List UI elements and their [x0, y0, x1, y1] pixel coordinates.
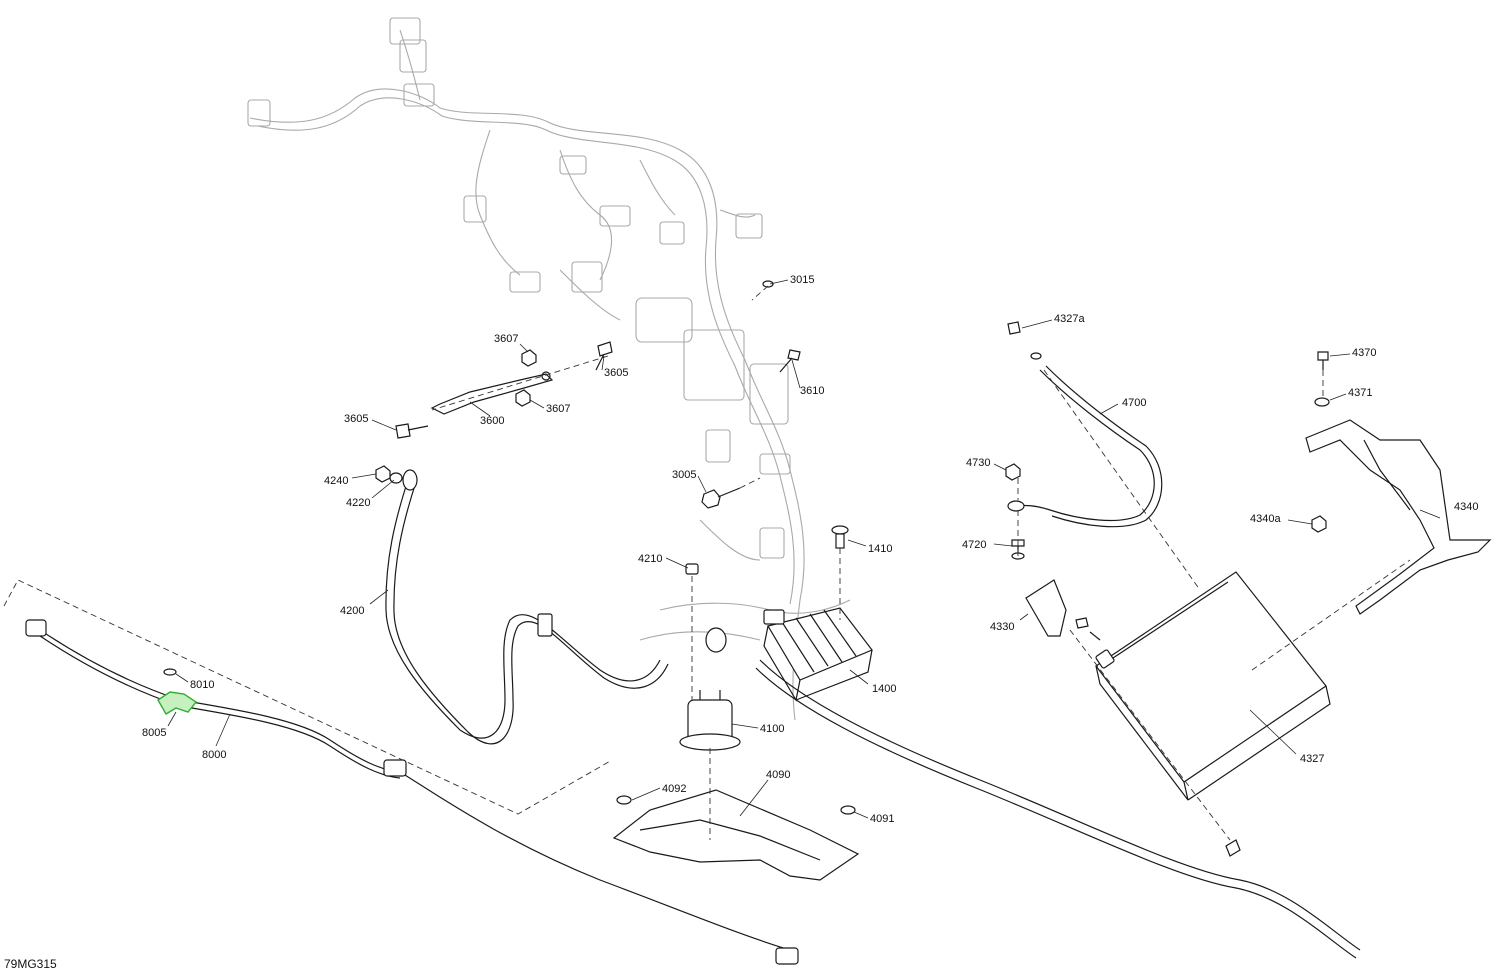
battery-cable-4700 — [1007, 365, 1163, 528]
bolt-4370 — [1317, 351, 1329, 370]
battery-4327 — [1095, 571, 1331, 801]
clip-3015 — [762, 280, 774, 288]
assembly-dashed-lines — [3, 285, 1411, 841]
callout-8005: 8005 — [142, 727, 166, 739]
nut-4240 — [375, 465, 391, 483]
callout-4327a: 4327a — [1054, 313, 1085, 325]
callout-4720: 4720 — [962, 539, 986, 551]
callout-labels: 3015 3607 3605 3610 3605 3600 3607 4240 … — [142, 274, 1478, 825]
bolt-1410 — [831, 525, 849, 549]
callout-8010: 8010 — [190, 679, 214, 691]
callout-4340a: 4340a — [1250, 513, 1281, 525]
callout-4200: 4200 — [340, 605, 364, 617]
battery-cable-4200 — [385, 469, 669, 745]
drawing-code: 79MG315 — [4, 957, 57, 971]
bolt-3605-right — [595, 341, 613, 371]
callout-3600: 3600 — [480, 415, 504, 427]
callout-4330: 4330 — [990, 621, 1014, 633]
callout-4220: 4220 — [346, 497, 370, 509]
main-harness-cable — [755, 659, 1361, 959]
nut-4210 — [685, 563, 699, 575]
battery-bracket-4340 — [1305, 419, 1492, 615]
callout-4092: 4092 — [662, 783, 686, 795]
callout-4091: 4091 — [870, 813, 894, 825]
sensor-harness-8000 — [25, 619, 799, 965]
terminal-cover-4330 — [1025, 579, 1101, 641]
bolt-4327a — [1007, 321, 1042, 360]
bolt-3605-left — [395, 423, 429, 439]
callout-1410: 1410 — [868, 543, 892, 555]
callout-4210: 4210 — [638, 553, 662, 565]
screw-4091 — [840, 805, 856, 815]
main-wiring-harness-ghost — [247, 17, 851, 721]
nut-3607-bottom — [515, 389, 531, 407]
callout-4240: 4240 — [324, 475, 348, 487]
callout-4700: 4700 — [1122, 397, 1146, 409]
callout-4327: 4327 — [1300, 753, 1324, 765]
screw-4092 — [616, 795, 632, 805]
voltage-regulator-1400 — [763, 607, 873, 702]
washer-4371 — [1314, 397, 1330, 407]
callout-4090: 4090 — [766, 769, 790, 781]
callout-3005: 3005 — [672, 469, 696, 481]
callout-leaders — [167, 279, 1441, 819]
starter-solenoid-4100 — [679, 627, 741, 751]
callout-8000: 8000 — [202, 749, 226, 761]
callout-3610: 3610 — [800, 385, 824, 397]
callout-3607-top: 3607 — [494, 333, 518, 345]
clip-8005-highlighted — [157, 691, 198, 715]
callout-3605-left: 3605 — [344, 413, 368, 425]
callout-4370: 4370 — [1352, 347, 1376, 359]
callout-4730: 4730 — [966, 457, 990, 469]
callout-3607-bottom: 3607 — [546, 403, 570, 415]
bolt-3610 — [779, 349, 801, 373]
nut-4340a — [1311, 515, 1327, 533]
callout-4100: 4100 — [760, 723, 784, 735]
callout-4340: 4340 — [1454, 501, 1478, 513]
solenoid-support-4090 — [612, 789, 860, 881]
callout-3605-right: 3605 — [604, 367, 628, 379]
callout-3015: 3015 — [790, 274, 814, 286]
bolt-3005 — [701, 487, 741, 509]
callout-4371: 4371 — [1348, 387, 1372, 399]
nut-3607-top — [521, 349, 537, 367]
screw-8010 — [163, 668, 177, 676]
ground-strap-3600 — [430, 371, 554, 415]
nut-4730 — [1005, 463, 1021, 481]
callout-1400: 1400 — [872, 683, 896, 695]
